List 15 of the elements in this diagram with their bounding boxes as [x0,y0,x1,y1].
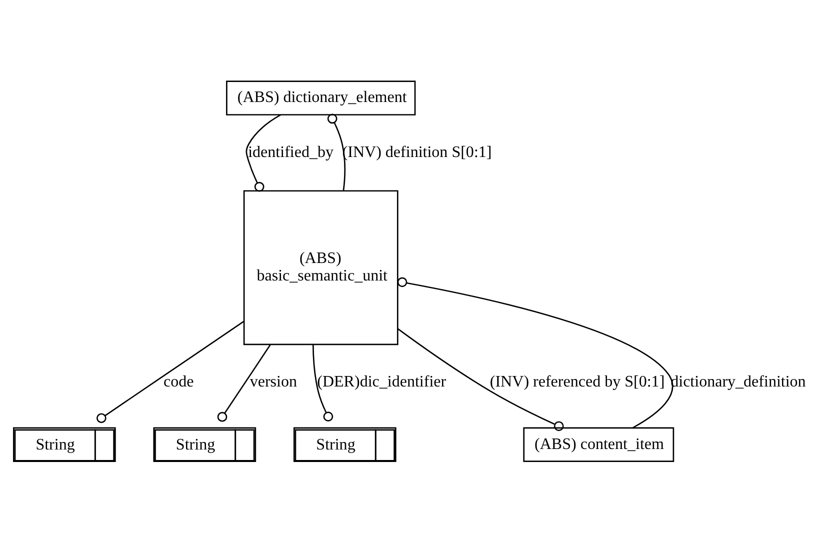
connector [217,344,271,422]
edge-label: (INV) referenced by S[0:1] [490,373,665,390]
connector [312,344,334,421]
node-box: (ABS) dictionary_element [226,80,416,115]
connector [327,113,346,190]
edge-label: code [163,373,194,390]
connector [96,320,244,423]
connector [246,114,282,192]
edge-label: identified_by [248,143,334,160]
edge-label: (DER)dic_identifier [317,373,446,390]
node-box: (ABS) basic_semantic_unit [243,190,398,345]
connector [397,276,674,428]
connector [397,328,564,431]
node-box: (ABS) content_item [523,426,674,462]
edge-label: version [250,373,298,390]
